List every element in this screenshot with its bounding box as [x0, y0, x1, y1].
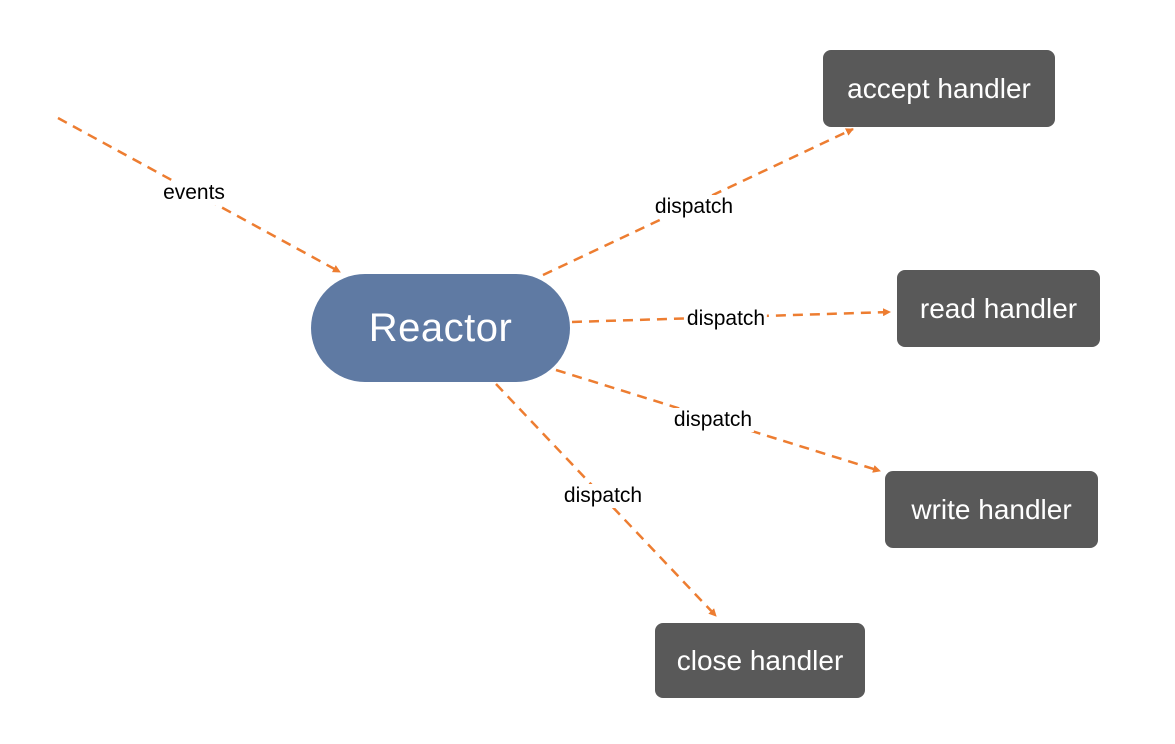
dispatch-label-write: dispatch: [671, 408, 755, 432]
dispatch-label-read: dispatch: [684, 307, 768, 331]
write-handler-node: write handler: [885, 471, 1098, 548]
dispatch-arrow-write: [555, 368, 881, 473]
dispatch-label-close: dispatch: [561, 484, 645, 508]
reactor-node: Reactor: [311, 274, 570, 382]
events-label: events: [161, 181, 227, 205]
read-handler-node: read handler: [897, 270, 1100, 347]
close-handler-node: close handler: [655, 623, 865, 698]
accept-handler-node: accept handler: [823, 50, 1055, 127]
dispatch-label-accept: dispatch: [652, 195, 736, 219]
